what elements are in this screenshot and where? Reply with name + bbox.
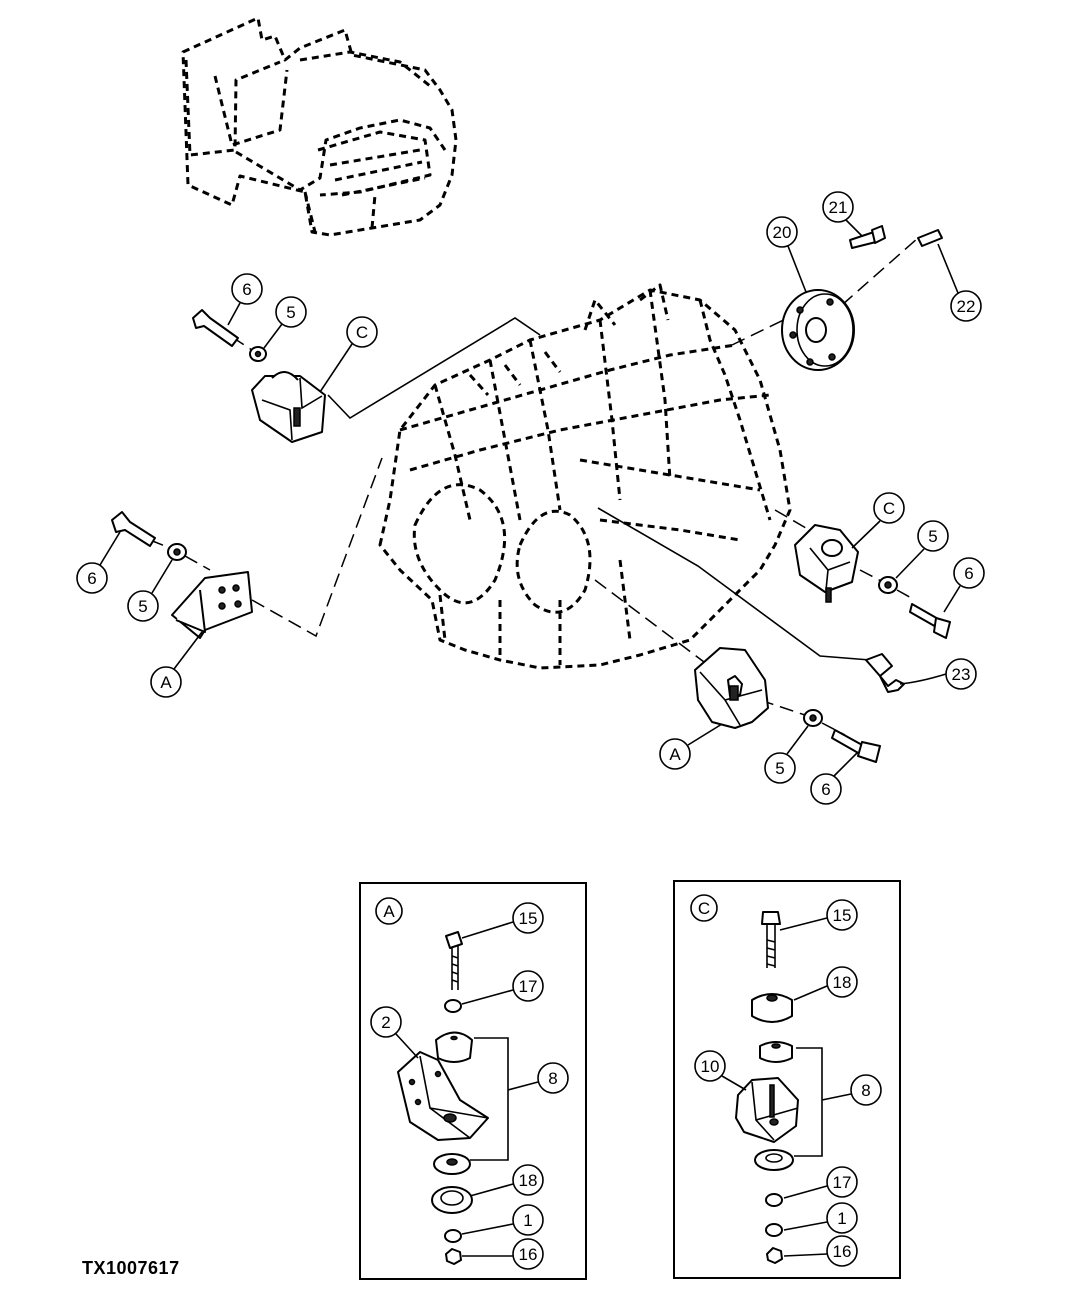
bolt-6-top <box>192 309 239 347</box>
isolator-mount-c-right <box>794 524 859 603</box>
svg-text:1: 1 <box>523 1211 532 1230</box>
callout-6-top: 6 <box>227 273 263 326</box>
svg-text:15: 15 <box>833 906 852 925</box>
washer-5-right <box>878 576 898 594</box>
detail-c-tag: C <box>690 894 718 922</box>
svg-text:8: 8 <box>861 1081 870 1100</box>
svg-text:21: 21 <box>829 198 848 217</box>
callout-6-left: 6 <box>76 531 121 594</box>
callout-6-right: 6 <box>943 557 985 613</box>
detail-a-callout-15: 15 <box>461 902 544 939</box>
washer-5-top <box>249 346 267 362</box>
svg-text:22: 22 <box>957 297 976 316</box>
detail-a-callout-18: 18 <box>469 1164 544 1197</box>
cab-phantom <box>181 16 458 237</box>
detail-c-callout-16: 16 <box>783 1235 858 1267</box>
washer-5-left <box>167 543 187 561</box>
svg-text:17: 17 <box>833 1173 852 1192</box>
detail-box-c: C 15 18 <box>673 880 901 1279</box>
svg-text:2: 2 <box>381 1013 390 1032</box>
svg-text:6: 6 <box>242 280 251 299</box>
svg-text:23: 23 <box>952 665 971 684</box>
detail-c-callout-15: 15 <box>779 899 858 931</box>
detail-a-callout-2: 2 <box>370 1006 419 1059</box>
svg-text:C: C <box>356 323 368 342</box>
detail-a-callout-8: 8 <box>507 1062 569 1094</box>
callout-22: 22 <box>937 243 982 322</box>
callout-5-top: 5 <box>263 296 307 349</box>
callout-c-right: C <box>851 492 905 549</box>
callout-6-bottom: 6 <box>810 751 859 805</box>
svg-text:5: 5 <box>138 597 147 616</box>
detail-a-callout-17: 17 <box>461 970 544 1005</box>
callout-5-bottom: 5 <box>764 725 809 784</box>
isolator-mount-c-top <box>251 371 326 443</box>
svg-text:15: 15 <box>519 909 538 928</box>
bolt-6-right <box>909 603 951 639</box>
callout-a-bottom: A <box>659 723 723 770</box>
svg-text:C: C <box>883 499 895 518</box>
detail-c-callout-8: 8 <box>821 1074 882 1106</box>
svg-text:18: 18 <box>519 1171 538 1190</box>
svg-text:A: A <box>160 673 172 692</box>
callout-20: 20 <box>766 216 807 293</box>
svg-text:8: 8 <box>548 1069 557 1088</box>
callout-23: 23 <box>899 658 977 690</box>
svg-text:20: 20 <box>773 223 792 242</box>
svg-text:16: 16 <box>519 1245 538 1264</box>
callout-5-left: 5 <box>127 559 173 622</box>
svg-text:5: 5 <box>775 759 784 778</box>
bolt-6-left <box>111 511 156 547</box>
callout-21: 21 <box>822 191 863 237</box>
bolt-21 <box>849 225 886 249</box>
bracket-mount-a-bottom <box>694 647 769 729</box>
svg-text:1: 1 <box>837 1209 846 1228</box>
svg-text:6: 6 <box>87 569 96 588</box>
svg-text:18: 18 <box>833 973 852 992</box>
svg-text:6: 6 <box>964 564 973 583</box>
bracket-mount-a-left <box>171 571 253 639</box>
damper-disc-20 <box>781 289 855 371</box>
svg-text:A: A <box>669 745 681 764</box>
svg-text:5: 5 <box>286 303 295 322</box>
detail-a-callout-16: 16 <box>462 1238 544 1270</box>
callout-a-left: A <box>150 631 203 698</box>
detail-c-callout-17: 17 <box>783 1166 858 1199</box>
detail-c-callout-10: 10 <box>694 1050 747 1091</box>
svg-text:16: 16 <box>833 1242 852 1261</box>
figure-id: TX1007617 <box>82 1258 180 1278</box>
detail-a-callout-1: 1 <box>461 1204 544 1236</box>
bolt-6-bottom <box>831 729 881 763</box>
detail-c-callout-1: 1 <box>783 1202 858 1234</box>
detail-c-callout-18: 18 <box>793 966 858 1001</box>
detail-a-tag: A <box>375 897 403 925</box>
svg-text:6: 6 <box>821 780 830 799</box>
washer-5-bottom <box>803 709 823 727</box>
detail-box-a: A 15 <box>359 882 587 1280</box>
svg-text:17: 17 <box>519 977 538 996</box>
pin-22 <box>917 229 943 247</box>
engine-phantom <box>378 283 792 670</box>
callout-5-right: 5 <box>895 520 949 579</box>
fitting-23 <box>865 653 905 693</box>
svg-text:A: A <box>383 902 395 921</box>
callout-c-top: C <box>319 316 378 393</box>
svg-text:C: C <box>698 899 710 918</box>
svg-text:5: 5 <box>928 527 937 546</box>
svg-text:10: 10 <box>701 1057 720 1076</box>
